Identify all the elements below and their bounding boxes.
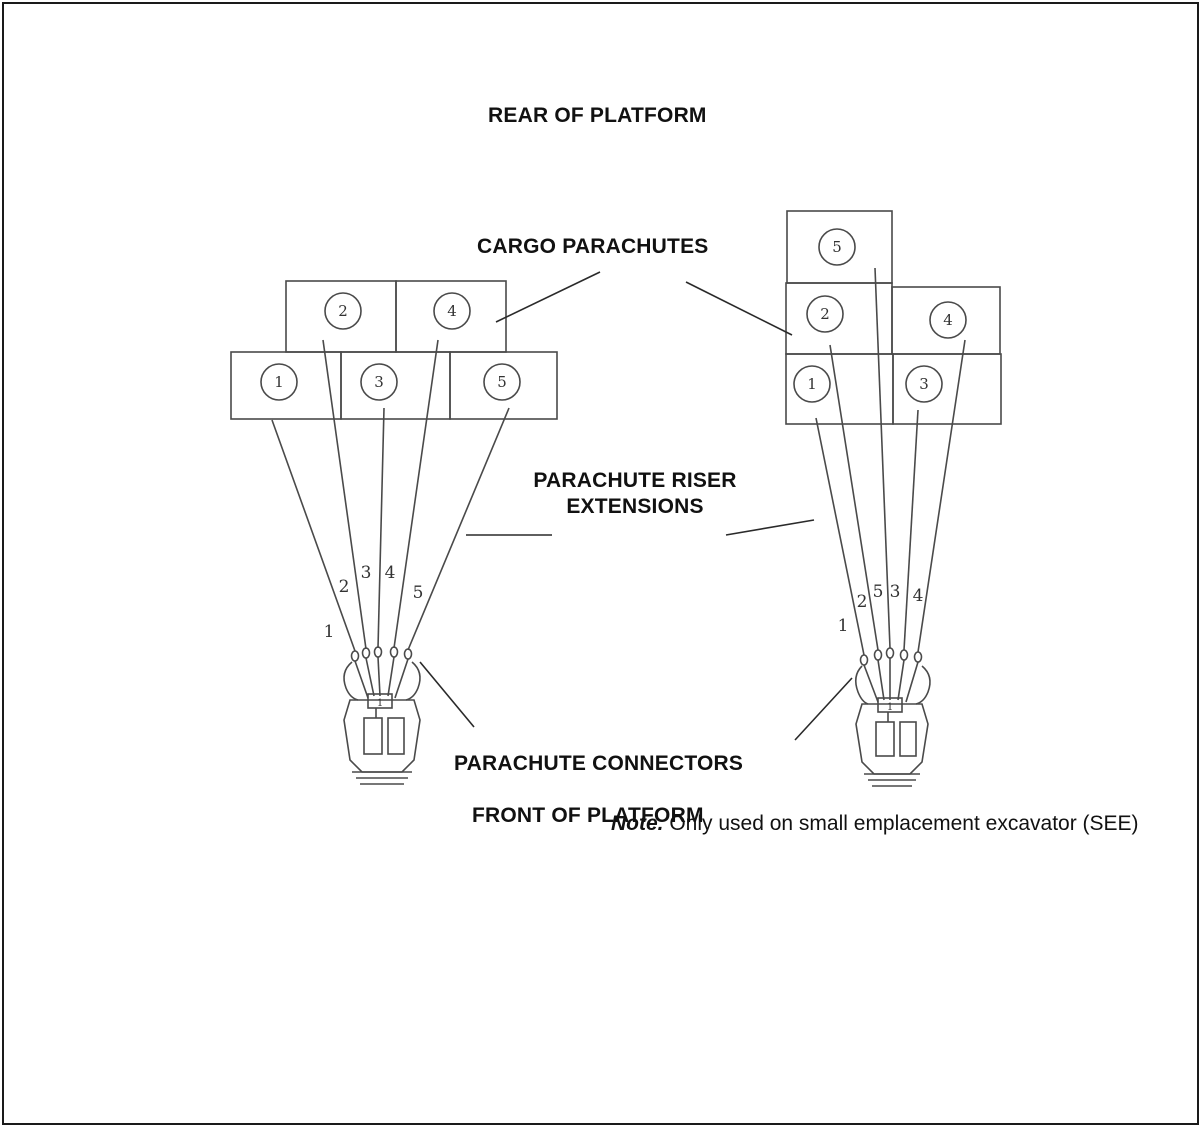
left-numerals: 1 2 3 4 5 1 2 3 4 5 1 — [274, 302, 507, 709]
right-riser-number-4: 3 — [890, 582, 901, 602]
left-clevis-plate — [367, 693, 393, 709]
right-parachute-number-4: 4 — [943, 311, 953, 329]
left-connector-1 — [350, 650, 360, 662]
right-connectors — [854, 647, 931, 787]
left-clevis-window-1 — [363, 717, 383, 755]
right-connector-2 — [873, 649, 883, 661]
rear-of-platform-label: REAR OF PLATFORM — [488, 104, 707, 127]
left-parachute-circle-3 — [360, 363, 398, 401]
left-connector-5 — [403, 648, 413, 660]
right-numerals: 1 2 3 4 5 1 2 5 3 4 1 — [807, 238, 953, 713]
leader-cargo-left — [495, 271, 601, 323]
note-prefix: Note. — [611, 812, 664, 835]
right-clevis-plate — [877, 697, 903, 713]
left-connector-4 — [389, 646, 399, 658]
right-connector-4 — [899, 649, 909, 661]
left-parachute-circle-5 — [483, 363, 521, 401]
left-parachute-number-5: 5 — [497, 373, 507, 391]
left-connectors — [343, 646, 421, 785]
right-parachute-circle-4 — [929, 301, 967, 339]
leader-riser-right — [725, 519, 815, 536]
left-parachute-circle-2 — [324, 292, 362, 330]
note-body: Only used on small emplacement excavator… — [669, 812, 1139, 835]
right-parachute-box-3 — [892, 353, 1002, 425]
left-parachute-circle-4 — [433, 292, 471, 330]
front-of-platform-label: FRONT OF PLATFORM — [472, 804, 704, 827]
left-parachute-stack — [230, 280, 558, 420]
leader-cargo-right — [685, 281, 793, 336]
right-clevis-window-2 — [899, 721, 917, 757]
left-parachute-number-1: 1 — [274, 373, 284, 391]
right-riser-1 — [815, 417, 865, 656]
left-riser-number-5: 5 — [413, 583, 424, 603]
riser-extensions-label: PARACHUTE RISER EXTENSIONS — [503, 469, 767, 519]
right-riser-number-5: 4 — [913, 586, 924, 606]
right-riser-lines — [815, 267, 966, 656]
left-riser-4 — [393, 339, 439, 649]
leader-connector-right — [794, 677, 853, 741]
riser-extensions-line-2: EXTENSIONS — [566, 495, 704, 518]
note-text: Note. Only used on small emplacement exc… — [611, 812, 1161, 836]
right-parachute-circle-5 — [818, 228, 856, 266]
right-riser-number-1: 1 — [838, 616, 849, 636]
left-riser-number-2: 2 — [339, 577, 350, 597]
left-connector-2 — [361, 647, 371, 659]
right-parachute-number-2: 2 — [820, 305, 830, 323]
right-parachute-number-5: 5 — [832, 238, 842, 256]
right-riser-number-3: 5 — [873, 582, 884, 602]
right-riser-2 — [829, 344, 879, 651]
right-clevis-body — [855, 703, 929, 775]
left-riser-number-3: 3 — [361, 563, 372, 583]
right-riser-3 — [903, 409, 919, 651]
leader-connector-left — [419, 661, 475, 728]
left-clevis-arm-right — [405, 661, 421, 701]
left-parachute-box-5 — [449, 351, 558, 420]
leader-lines — [419, 271, 853, 741]
left-riser-number-4: 4 — [385, 563, 396, 583]
left-clevis-window-2 — [387, 717, 405, 755]
left-connector-3 — [373, 646, 383, 658]
left-riser-lines — [271, 339, 510, 652]
parachute-connectors-label: PARACHUTE CONNECTORS — [454, 752, 744, 775]
right-parachute-circle-3 — [905, 365, 943, 403]
left-parachute-box-3 — [340, 351, 451, 420]
left-clevis-arm-left — [343, 661, 359, 701]
right-parachute-number-3: 3 — [919, 375, 929, 393]
left-riser-number-1: 1 — [324, 622, 335, 642]
right-connector-3 — [885, 647, 895, 659]
left-parachute-number-4: 4 — [447, 302, 457, 320]
left-parachute-circle-1 — [260, 363, 298, 401]
right-connector-1 — [859, 654, 869, 666]
right-clevis-window-1 — [875, 721, 895, 757]
right-clevis-number: 1 — [887, 702, 893, 713]
right-parachute-box-1 — [785, 353, 894, 425]
left-clevis-number: 1 — [377, 698, 383, 709]
right-riser-number-2: 2 — [857, 592, 868, 612]
right-clevis-arm-left — [854, 665, 869, 705]
left-parachute-box-1 — [230, 351, 342, 420]
riser-extensions-line-1: PARACHUTE RISER — [533, 469, 737, 492]
right-parachute-stack — [785, 210, 1002, 425]
left-parachute-number-3: 3 — [374, 373, 384, 391]
left-riser-5 — [407, 407, 510, 651]
right-parachute-number-1: 1 — [807, 375, 817, 393]
left-riser-2 — [322, 339, 367, 650]
left-riser-3 — [377, 407, 385, 649]
right-parachute-circle-1 — [793, 365, 831, 403]
right-parachute-circle-2 — [806, 295, 844, 333]
right-clevis-arm-right — [915, 665, 931, 705]
cargo-parachutes-label: CARGO PARACHUTES — [477, 235, 709, 258]
left-parachute-number-2: 2 — [338, 302, 348, 320]
right-connector-5 — [913, 651, 923, 663]
right-riser-4 — [917, 339, 966, 653]
right-riser-5 — [874, 267, 891, 649]
left-riser-1 — [271, 419, 356, 652]
